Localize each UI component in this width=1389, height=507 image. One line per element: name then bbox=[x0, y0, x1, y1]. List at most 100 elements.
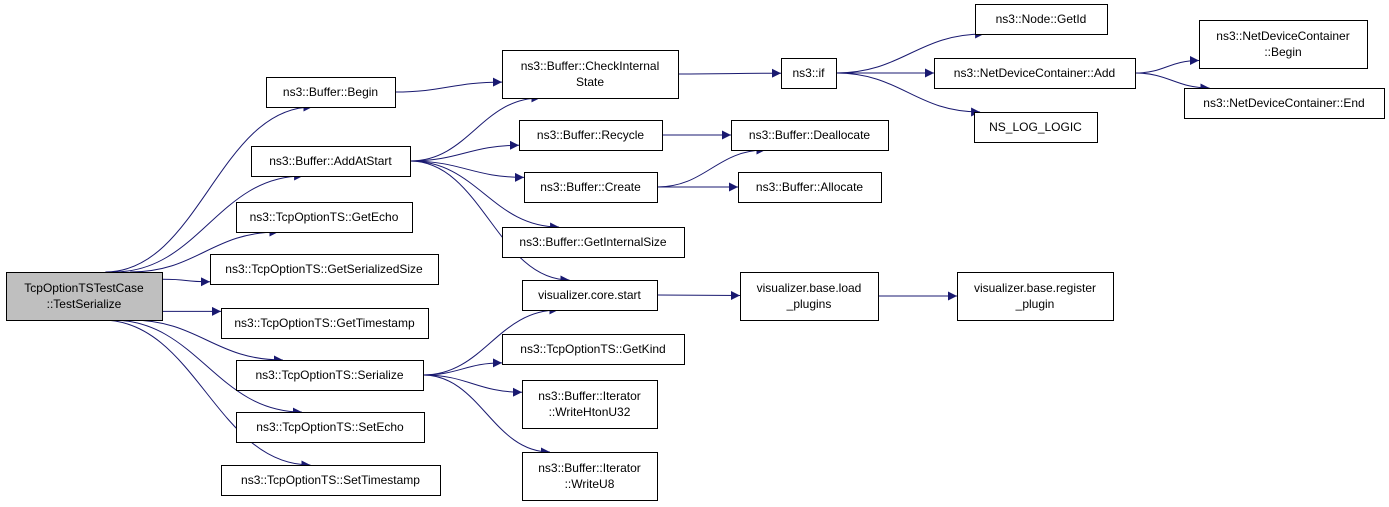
edge-if-to-ns-log-logic bbox=[835, 72, 981, 117]
node-label-viz-core-start-0: visualizer.core.start bbox=[538, 288, 641, 302]
node-recycle[interactable]: ns3::Buffer::Recycle bbox=[519, 120, 663, 151]
node-box-recycle bbox=[519, 120, 663, 151]
node-label-ndc-end-0: ns3::NetDeviceContainer::End bbox=[1203, 96, 1364, 110]
node-box-set-timestamp bbox=[221, 465, 441, 496]
edge-root-to-serialize bbox=[130, 319, 283, 365]
node-ndc-begin[interactable]: ns3::NetDeviceContainer::Begin bbox=[1199, 20, 1368, 69]
node-box-viz-core-start bbox=[522, 280, 658, 311]
node-label-recycle-0: ns3::Buffer::Recycle bbox=[537, 128, 644, 142]
node-label-set-echo-0: ns3::TcpOptionTS::SetEcho bbox=[256, 420, 404, 434]
node-allocate[interactable]: ns3::Buffer::Allocate bbox=[738, 172, 882, 203]
node-label-ndc-begin-0: ns3::NetDeviceContainer bbox=[1216, 29, 1349, 43]
node-label-allocate-0: ns3::Buffer::Allocate bbox=[756, 180, 864, 194]
node-viz-core-start[interactable]: visualizer.core.start bbox=[522, 280, 658, 311]
node-get-internal-size[interactable]: ns3::Buffer::GetInternalSize bbox=[502, 227, 685, 258]
edge-ndc-add-to-ndc-end bbox=[1134, 72, 1210, 93]
node-box-write-u8 bbox=[522, 452, 658, 501]
node-ndc-add[interactable]: ns3::NetDeviceContainer::Add bbox=[934, 58, 1136, 89]
node-label-if-0: ns3::if bbox=[792, 66, 825, 80]
node-buffer-begin[interactable]: ns3::Buffer::Begin bbox=[266, 77, 396, 108]
node-load-plugins[interactable]: visualizer.base.load _plugins bbox=[740, 272, 879, 321]
node-label-buffer-begin-0: ns3::Buffer::Begin bbox=[283, 85, 378, 99]
edge-root-to-buffer-begin bbox=[105, 102, 313, 273]
node-box-serialize bbox=[236, 360, 424, 391]
node-label-load-plugins-0: visualizer.base.load bbox=[757, 281, 862, 295]
node-box-get-internal-size bbox=[502, 227, 685, 258]
edge-buffer-addatstart-to-viz-core-start bbox=[409, 160, 570, 285]
edge-viz-core-start-to-load-plugins bbox=[656, 290, 741, 300]
node-box-buffer-addatstart bbox=[251, 146, 411, 177]
node-box-write-hton-u32 bbox=[522, 380, 658, 429]
node-ndc-end[interactable]: ns3::NetDeviceContainer::End bbox=[1184, 88, 1385, 119]
node-if[interactable]: ns3::if bbox=[781, 58, 837, 89]
node-register-plugin[interactable]: visualizer.base.register _plugin bbox=[957, 272, 1114, 321]
node-label-check-internal-state-1: State bbox=[576, 75, 604, 89]
edge-root-to-buffer-addatstart bbox=[113, 171, 304, 273]
edge-buffer-addatstart-to-check-internal-state bbox=[409, 93, 541, 162]
node-label-get-echo-0: ns3::TcpOptionTS::GetEcho bbox=[250, 210, 399, 224]
node-box-register-plugin bbox=[957, 272, 1114, 321]
edge-check-internal-state-to-if bbox=[677, 68, 782, 78]
node-label-get-kind-0: ns3::TcpOptionTS::GetKind bbox=[520, 342, 665, 356]
node-box-get-kind bbox=[502, 334, 685, 365]
edge-root-to-get-serialized-size bbox=[161, 277, 211, 287]
node-box-ndc-begin bbox=[1199, 20, 1368, 69]
node-write-hton-u32[interactable]: ns3::Buffer::Iterator::WriteHtonU32 bbox=[522, 380, 658, 429]
node-box-get-echo bbox=[236, 202, 413, 233]
node-label-check-internal-state-0: ns3::Buffer::CheckInternal bbox=[521, 59, 660, 73]
node-label-ns-log-logic-0: NS_LOG_LOGIC bbox=[989, 120, 1082, 134]
node-box-deallocate bbox=[731, 120, 889, 151]
node-get-kind[interactable]: ns3::TcpOptionTS::GetKind bbox=[502, 334, 685, 365]
node-create[interactable]: ns3::Buffer::Create bbox=[524, 172, 658, 203]
node-label-root-1: ::TestSerialize bbox=[47, 297, 122, 311]
edge-root-to-get-echo bbox=[130, 227, 279, 273]
node-serialize[interactable]: ns3::TcpOptionTS::Serialize bbox=[236, 360, 424, 391]
node-label-register-plugin-0: visualizer.base.register bbox=[974, 281, 1096, 295]
node-box-allocate bbox=[738, 172, 882, 203]
node-label-write-u8-1: ::WriteU8 bbox=[565, 477, 615, 491]
node-label-get-timestamp-0: ns3::TcpOptionTS::GetTimestamp bbox=[234, 316, 415, 330]
node-box-check-internal-state bbox=[502, 50, 679, 99]
node-label-write-u8-0: ns3::Buffer::Iterator bbox=[538, 461, 641, 475]
node-label-write-hton-u32-1: ::WriteHtonU32 bbox=[549, 405, 631, 419]
node-label-get-internal-size-0: ns3::Buffer::GetInternalSize bbox=[519, 235, 667, 249]
edge-serialize-to-viz-core-start bbox=[422, 305, 559, 376]
node-label-deallocate-0: ns3::Buffer::Deallocate bbox=[749, 128, 871, 142]
node-set-timestamp[interactable]: ns3::TcpOptionTS::SetTimestamp bbox=[221, 465, 441, 496]
node-box-ndc-end bbox=[1184, 88, 1385, 119]
node-box-if bbox=[781, 58, 837, 89]
edge-buffer-addatstart-to-create bbox=[409, 160, 525, 182]
node-get-serialized-size[interactable]: ns3::TcpOptionTS::GetSerializedSize bbox=[210, 254, 439, 285]
node-write-u8[interactable]: ns3::Buffer::Iterator::WriteU8 bbox=[522, 452, 658, 501]
node-label-set-timestamp-0: ns3::TcpOptionTS::SetTimestamp bbox=[241, 473, 420, 487]
node-label-get-serialized-size-0: ns3::TcpOptionTS::GetSerializedSize bbox=[225, 262, 423, 276]
node-label-load-plugins-1: _plugins bbox=[786, 297, 832, 311]
node-deallocate[interactable]: ns3::Buffer::Deallocate bbox=[731, 120, 889, 151]
node-box-ndc-add bbox=[934, 58, 1136, 89]
node-label-buffer-addatstart-0: ns3::Buffer::AddAtStart bbox=[269, 154, 392, 168]
node-label-ndc-add-0: ns3::NetDeviceContainer::Add bbox=[954, 66, 1115, 80]
edge-root-to-set-echo bbox=[111, 319, 302, 417]
edge-serialize-to-write-hton-u32 bbox=[422, 374, 523, 397]
node-label-root-0: TcpOptionTSTestCase bbox=[24, 281, 144, 295]
node-root[interactable]: TcpOptionTSTestCase::TestSerialize bbox=[6, 272, 163, 321]
node-node-getid[interactable]: ns3::Node::GetId bbox=[975, 4, 1108, 35]
node-label-node-getid-0: ns3::Node::GetId bbox=[996, 12, 1087, 26]
node-get-echo[interactable]: ns3::TcpOptionTS::GetEcho bbox=[236, 202, 413, 233]
edge-serialize-to-get-kind bbox=[422, 358, 503, 376]
edge-root-to-set-timestamp bbox=[101, 319, 311, 470]
edge-buffer-addatstart-to-recycle bbox=[409, 140, 520, 162]
node-set-echo[interactable]: ns3::TcpOptionTS::SetEcho bbox=[236, 412, 425, 443]
node-ns-log-logic[interactable]: NS_LOG_LOGIC bbox=[974, 112, 1098, 143]
node-label-register-plugin-1: _plugin bbox=[1015, 297, 1055, 311]
node-box-buffer-begin bbox=[266, 77, 396, 108]
node-label-serialize-0: ns3::TcpOptionTS::Serialize bbox=[255, 368, 403, 382]
node-buffer-addatstart[interactable]: ns3::Buffer::AddAtStart bbox=[251, 146, 411, 177]
edge-if-to-node-getid bbox=[835, 29, 985, 74]
edge-buffer-addatstart-to-get-internal-size bbox=[409, 160, 560, 232]
node-get-timestamp[interactable]: ns3::TcpOptionTS::GetTimestamp bbox=[221, 308, 429, 339]
nodes: TcpOptionTSTestCase::TestSerializens3::B… bbox=[6, 4, 1385, 501]
node-label-write-hton-u32-0: ns3::Buffer::Iterator bbox=[538, 389, 641, 403]
